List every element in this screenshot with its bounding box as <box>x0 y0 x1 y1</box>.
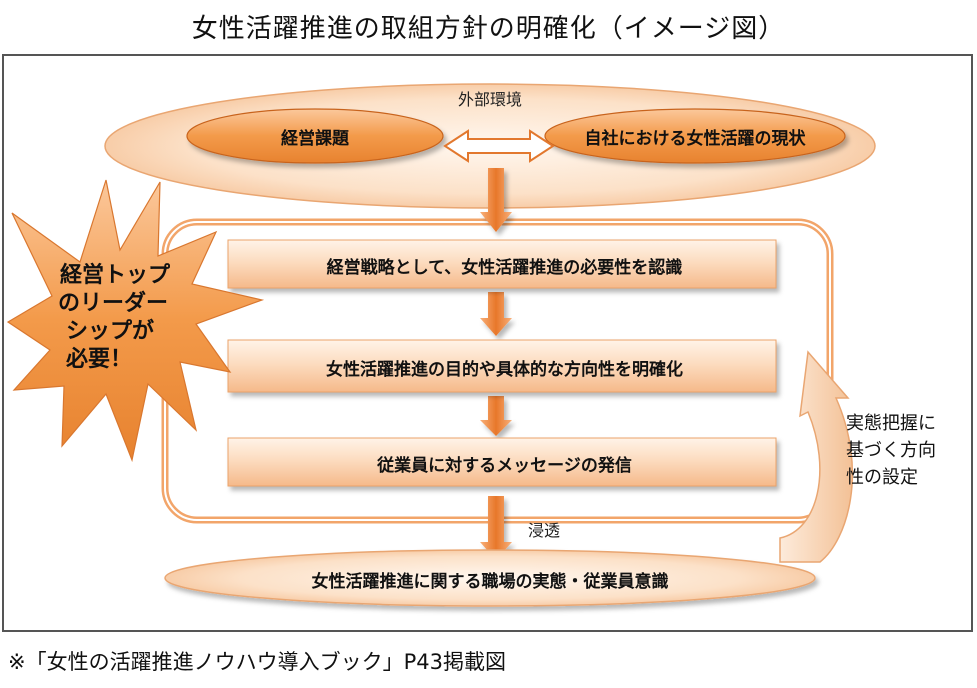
leadership-starburst <box>6 179 265 463</box>
down-arrow-icon <box>480 292 512 336</box>
leadership-line: 必要！ <box>66 347 133 372</box>
diagram-frame <box>2 54 973 632</box>
management-issues-label: 経営課題 <box>281 129 349 149</box>
penetration-label: 浸透 <box>528 521 561 540</box>
feedback-line: 実態把握に <box>846 413 936 434</box>
external-environment-label: 外部環境 <box>457 90 522 109</box>
page-title: 女性活躍推進の取組方針の明確化（イメージ図） <box>191 14 786 44</box>
leadership-line: のリーダー <box>58 291 169 316</box>
source-footnote: ※「女性の活躍推進ノウハウ導入ブック」P43掲載図 <box>8 650 506 674</box>
management-issues-ellipse <box>186 108 444 164</box>
feedback-note: 実態把握に 基づく方向 性の設定 <box>846 410 936 491</box>
company-status-ellipse <box>544 108 846 164</box>
down-arrow-icon <box>480 496 512 560</box>
step-2-label: 女性活躍推進の目的や具体的な方向性を明確化 <box>326 360 683 380</box>
curved-feedback-arrow-icon <box>779 350 854 563</box>
step-box-2 <box>227 339 777 393</box>
step-3-label: 従業員に対するメッセージの発信 <box>377 456 632 476</box>
feedback-line: 性の設定 <box>846 467 918 488</box>
company-status-label: 自社における女性活躍の現状 <box>584 129 806 149</box>
double-arrow-icon <box>443 129 555 163</box>
down-arrow-icon <box>480 168 512 232</box>
step-box-1 <box>227 239 777 289</box>
feedback-line: 基づく方向 <box>846 440 936 461</box>
down-arrow-icon <box>480 396 512 436</box>
leadership-text: 経営トップ のリーダー シップが 必要！ <box>40 262 210 374</box>
step-1-label: 経営戦略として、女性活躍推進の必要性を認識 <box>326 258 683 278</box>
workplace-reality-label: 女性活躍推進に関する職場の実態・従業員意識 <box>311 572 669 592</box>
leadership-line: シップが <box>66 319 155 344</box>
step-box-3 <box>227 437 777 487</box>
leadership-line: 経営トップ <box>60 263 171 288</box>
workplace-reality-ellipse <box>164 549 816 607</box>
